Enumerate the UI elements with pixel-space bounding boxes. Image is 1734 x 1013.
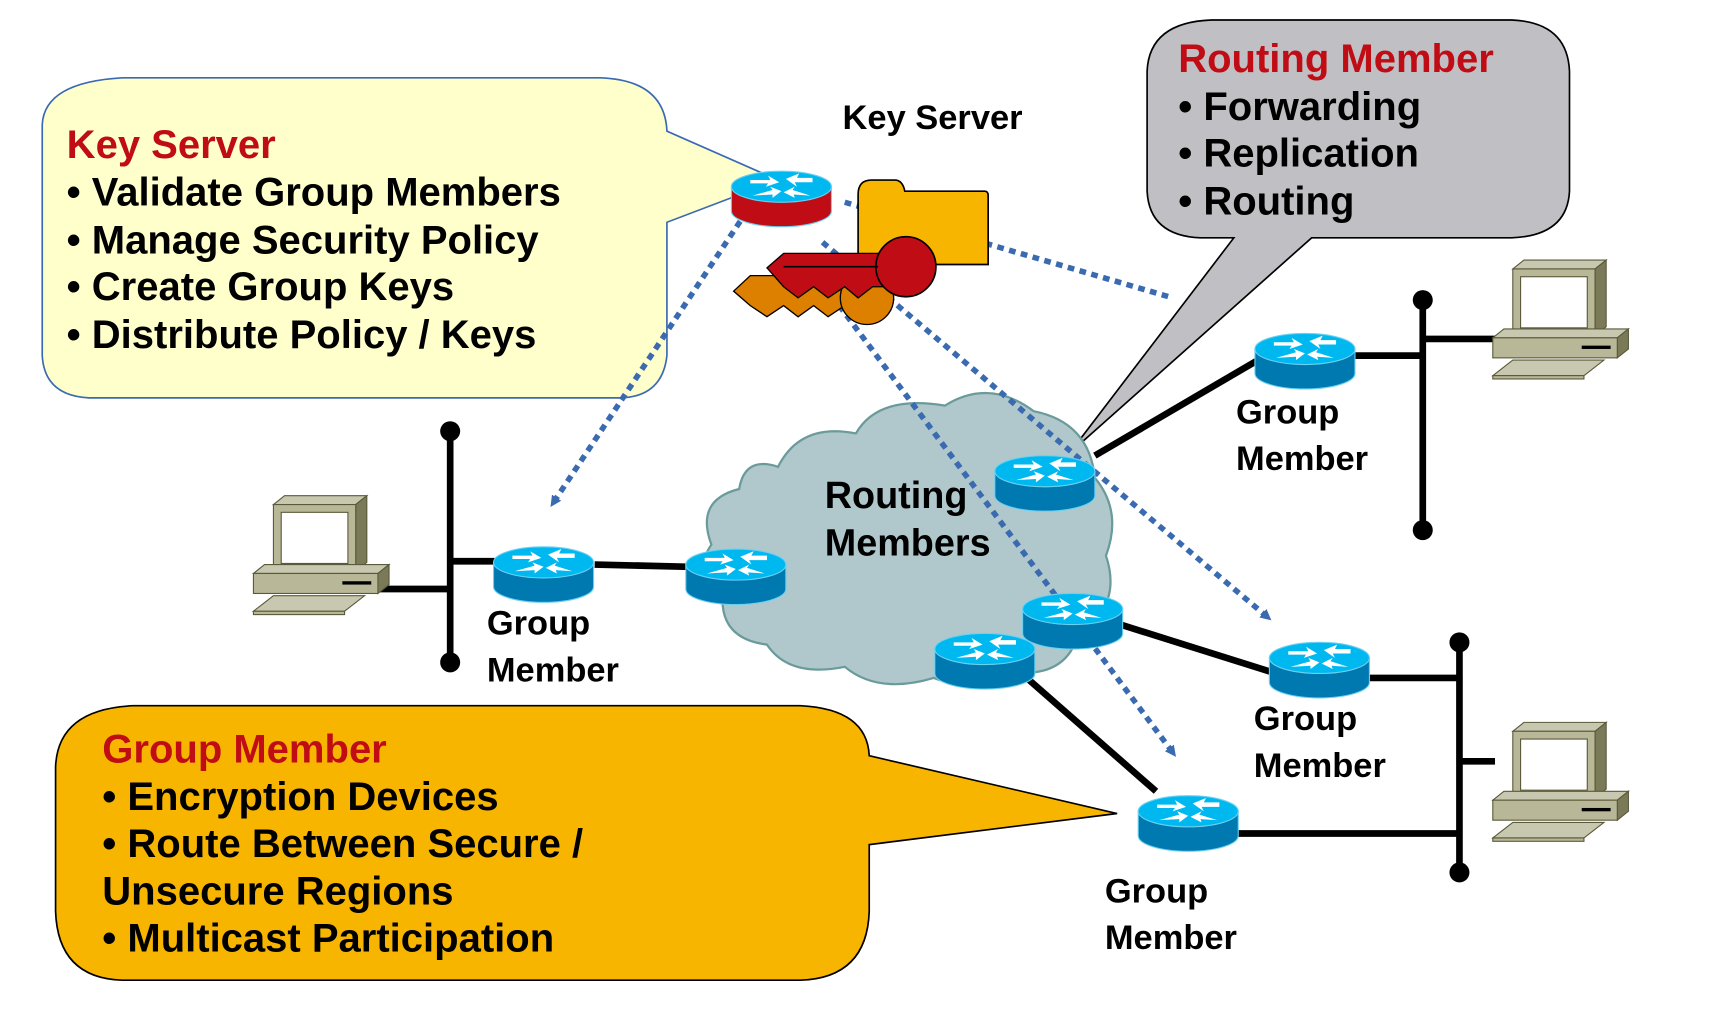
group-member-callout: Group Member • Encryption Devices • Rout… [54,704,1118,982]
key-server-callout-item: • Distribute Policy / Keys [67,313,537,357]
routing-member-callout-item: • Routing [1178,179,1354,223]
group-member-label: Member [1236,440,1368,478]
key-server-callout: Key Server • Validate Group Members • Ma… [41,76,781,399]
bus-terminator [1412,290,1433,311]
routing-members-label: Routing [825,475,968,517]
key-distribution-arrows [550,199,1272,757]
bus-terminators [440,290,1470,883]
routing-members-label: Members [825,523,991,565]
group-member-callout-item: Unsecure Regions [102,870,453,914]
group-member-label: Member [487,651,619,689]
routing-member-callout-item: • Forwarding [1178,85,1421,129]
routing-member-callout-item: • Replication [1178,132,1419,176]
dotted-line [843,199,1174,301]
routing-member-router-icon [994,455,1096,512]
routing-member-callout: Routing Member • Forwarding • Replicatio… [1068,19,1571,455]
group-member-label: Group [487,605,590,643]
link [1093,358,1258,459]
bus-terminator [1449,632,1470,653]
group-member-callout-bubble [54,704,1118,982]
computers [251,258,1630,842]
group-member-router-icon [492,546,595,603]
bus-terminator [1412,520,1433,541]
dotted-arrow [836,303,1176,757]
group-member-label: Group [1236,393,1339,431]
key-icon [766,235,937,299]
routing-member-router-icon [1022,592,1124,650]
group-member-label: Member [1105,919,1237,957]
key-server-callout-item: • Create Group Keys [67,265,455,309]
group-member-router-icon [1137,795,1239,852]
workstation-computer-icon [1491,721,1630,842]
bus-terminator [440,421,461,442]
key-server-callout-item: • Manage Security Policy [67,218,540,262]
key-server-callout-title: Key Server [67,123,276,167]
group-member-callout-item: • Route Between Secure / [102,822,583,866]
link [1119,621,1274,676]
routers [492,170,1370,852]
group-member-router-icon [1254,332,1356,390]
workstation-computer-icon [251,494,391,616]
bus-terminator [440,652,461,673]
link [1018,669,1159,794]
group-member-label: Member [1254,747,1386,785]
routing-member-router-icon [934,632,1036,690]
group-member-callout-title: Group Member [102,727,387,771]
group-member-router-icon [1268,641,1370,699]
link [594,561,690,571]
group-member-callout-item: • Encryption Devices [102,775,498,819]
network-links [377,300,1496,873]
key-server-router-icon [730,170,832,228]
workstation-computer-icon [1491,258,1630,380]
key-server-callout-item: • Validate Group Members [67,171,561,215]
group-member-callout-item: • Multicast Participation [102,916,554,960]
routing-member-router-icon [685,548,787,606]
group-member-label: Group [1254,700,1357,738]
routing-member-callout-title: Routing Member [1178,37,1494,81]
group-member-label: Group [1105,872,1208,910]
bus-terminator [1449,862,1470,883]
dotted-arrow [550,209,750,507]
key-server-label: Key Server [843,99,1023,137]
